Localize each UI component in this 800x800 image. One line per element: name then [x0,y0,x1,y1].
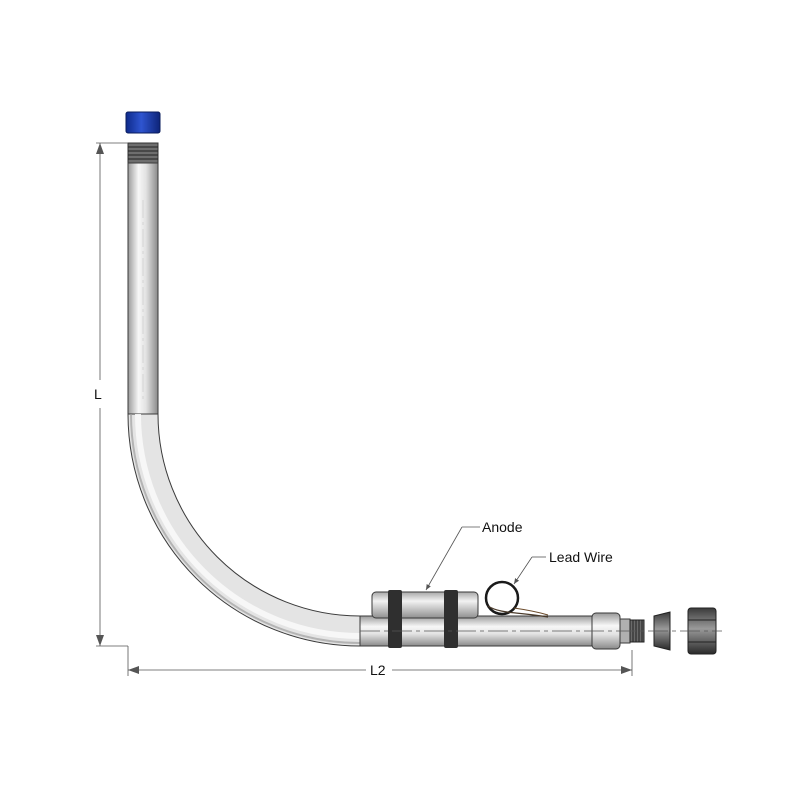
anode [371,591,479,619]
anode-label: Anode [482,519,523,535]
anode-strap [388,590,402,648]
anode-callout: Anode [425,519,523,591]
dimension-l-label: L [94,386,102,402]
dimension-l: L [94,142,128,647]
lead-wire-callout: Lead Wire [513,549,613,585]
anode-strap [444,590,458,648]
top-thread [127,142,159,164]
lead-wire [484,580,549,618]
elbow-bend [127,413,361,647]
dimension-l2: L2 [127,646,633,678]
lead-wire-label: Lead Wire [549,549,613,565]
dimension-l2-label: L2 [370,662,386,678]
blue-cap [125,111,161,134]
